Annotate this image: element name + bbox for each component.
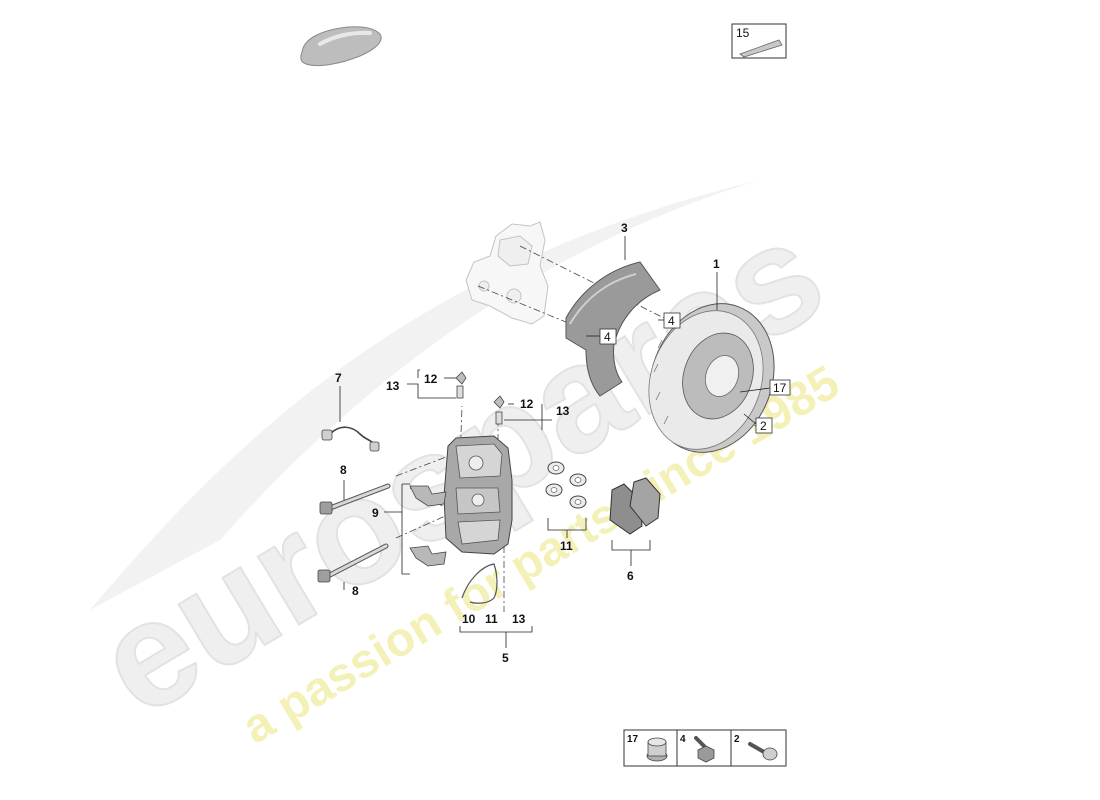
callout-12b: 12: [520, 397, 534, 411]
callout-13c: 13: [512, 612, 526, 626]
callout-4b: 4: [604, 330, 611, 344]
screw-icon: [748, 742, 778, 761]
bleed-valve-upper[interactable]: [455, 371, 467, 399]
brake-pad-set[interactable]: [609, 477, 661, 535]
brake-disc[interactable]: [630, 286, 795, 470]
callout-10: 10: [462, 612, 476, 626]
car-icon: [300, 26, 382, 67]
callout-4b-box: 4: [599, 328, 617, 345]
legend: 17 4 2: [623, 729, 787, 767]
callout-8a: 8: [340, 463, 347, 477]
callout-9: 9: [372, 506, 379, 520]
callout-13a: 13: [386, 379, 400, 393]
callout-11a: 11: [560, 539, 573, 553]
legend-cell-4[interactable]: 4: [680, 734, 715, 763]
callout-17-box: 17: [769, 379, 791, 396]
bolt-icon: [694, 736, 715, 763]
callout-13b: 13: [556, 404, 570, 418]
legend-number-4: 4: [680, 734, 686, 745]
callout-2: 2: [760, 419, 767, 433]
brake-line[interactable]: [461, 563, 498, 604]
callout-5: 5: [502, 651, 509, 665]
callout-8b: 8: [352, 584, 359, 598]
adhesive-strip-icon: [739, 39, 783, 58]
callout-17: 17: [773, 381, 787, 395]
bleed-valve-lower[interactable]: [493, 395, 505, 425]
callout-3: 3: [621, 221, 628, 235]
seal-washers[interactable]: [545, 461, 587, 509]
watermark-swoosh: [90, 180, 760, 610]
callout-1: 1: [713, 257, 720, 271]
callout-4a: 4: [668, 314, 675, 328]
callout-7: 7: [335, 371, 342, 385]
callout-6: 6: [627, 569, 634, 583]
legend-number-2: 2: [734, 734, 740, 745]
cap-icon: [646, 737, 668, 762]
wear-sensor[interactable]: [321, 426, 380, 452]
caliper-bolt-lower[interactable]: [317, 543, 389, 583]
callout-2-box: 2: [755, 417, 773, 434]
legend-cell-17[interactable]: 17: [627, 734, 668, 762]
callout-12a: 12: [424, 372, 438, 386]
legend-number-17: 17: [627, 734, 639, 745]
leader-lines: [339, 236, 771, 648]
spring-clips[interactable]: [409, 485, 447, 567]
kit-15-number: 15: [736, 26, 750, 40]
callout-4a-box: 4: [663, 312, 681, 329]
brake-caliper[interactable]: [443, 435, 513, 555]
legend-cell-2[interactable]: 2: [734, 734, 778, 761]
caliper-bolt-upper[interactable]: [319, 483, 391, 515]
kit-15-box[interactable]: 15: [731, 23, 787, 59]
callout-11b: 11: [485, 612, 498, 626]
